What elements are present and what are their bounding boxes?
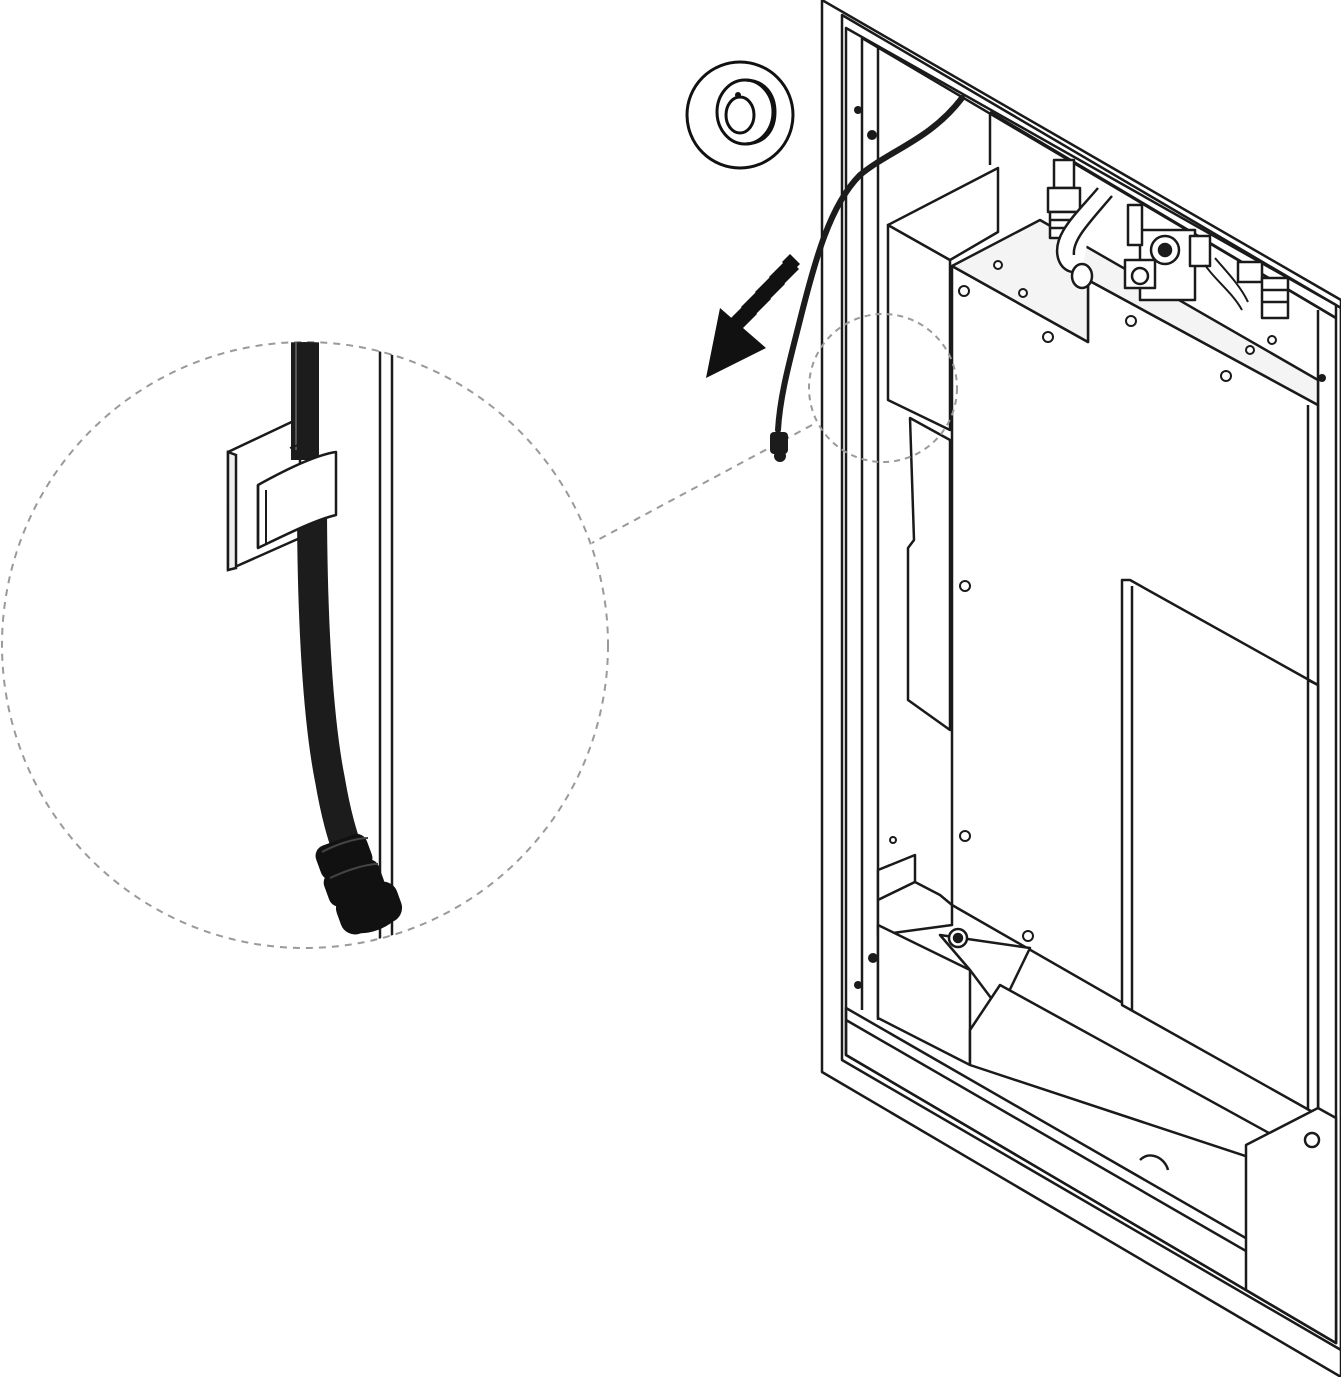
screw [889,836,897,844]
screw [854,981,862,989]
bottom-brackets [876,853,1338,1345]
pull-direction-arrow-icon [706,254,800,378]
wall-frame-inner [840,13,1341,1352]
screw [1018,288,1028,298]
screw [868,953,878,963]
screw [959,830,971,842]
screw [958,285,970,297]
screw [1318,374,1326,382]
screw [1267,335,1277,345]
drain-hose [770,95,965,462]
screw [1125,315,1137,327]
heater-unit [886,166,1320,1117]
hose-line [775,95,965,433]
side-channel [906,416,952,732]
hose-detail-lower [297,485,365,873]
pipe-fittings [1046,158,1290,320]
fitting-nut [1052,158,1076,190]
washer-seal-icon [685,60,795,170]
screw [1042,331,1054,343]
screw [959,580,971,592]
panel-screws [889,260,1277,942]
callout-source-circle [808,313,958,463]
screw [1022,930,1034,942]
hose-clip-strap [256,450,338,550]
unit-lower-panel [1120,578,1320,1117]
screw [1220,370,1232,382]
screw [854,106,862,114]
screw [993,260,1003,270]
base-block-right [1244,1106,1338,1345]
screw [867,130,877,140]
magnified-detail [1,341,609,949]
hose-end-cap [770,432,788,454]
screw [1245,345,1255,355]
unit-top-surface [950,218,1320,407]
